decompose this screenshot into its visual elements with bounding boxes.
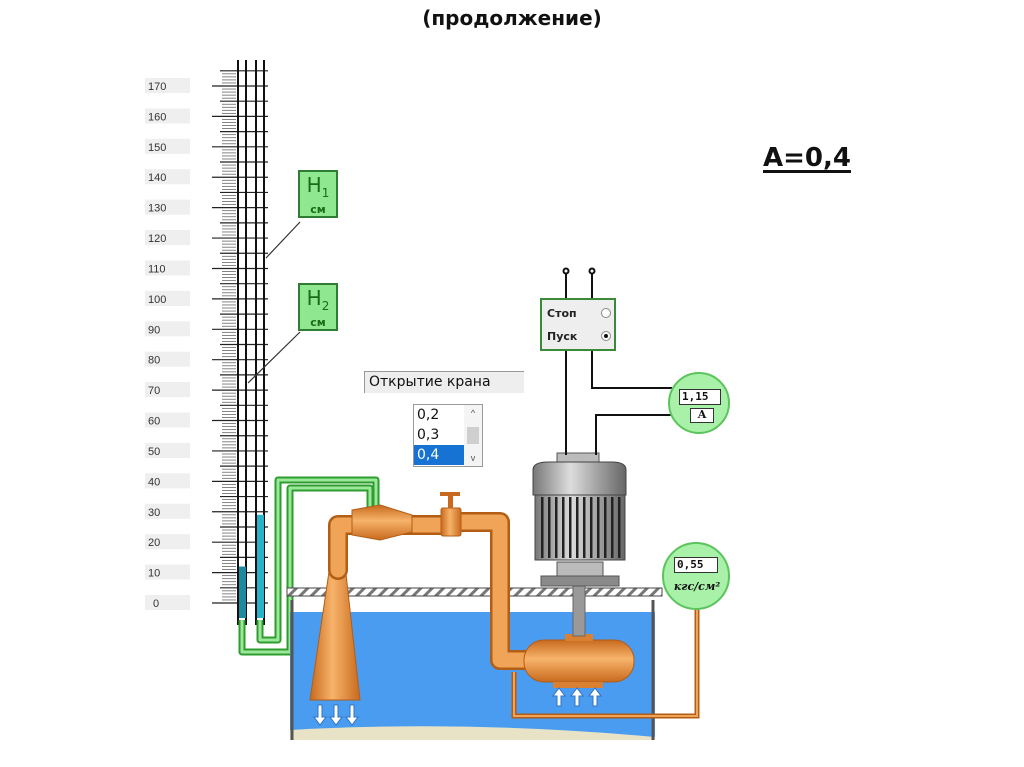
motor-fin xyxy=(597,497,600,558)
power-wires xyxy=(562,267,672,455)
scale-label-bg xyxy=(145,321,190,337)
h1-symbol: H xyxy=(306,173,322,197)
h2-leader-line xyxy=(247,331,301,384)
motor-fin xyxy=(604,497,607,558)
motor-fin xyxy=(576,497,579,558)
valve-opening-listbox[interactable]: 0,2 0,3 0,4 ^ v xyxy=(413,404,483,467)
h1-leader-line xyxy=(265,221,301,259)
scale-label-bg xyxy=(145,78,190,93)
scale-label-bg xyxy=(145,595,190,610)
scale-label-bg xyxy=(145,534,190,550)
slide-title: (продолжение) xyxy=(422,6,602,30)
stop-label: Стоп xyxy=(547,307,577,320)
h1-fluid-column xyxy=(239,566,246,618)
motor-fin xyxy=(611,497,614,558)
start-radio[interactable] xyxy=(601,331,611,341)
stop-radio[interactable] xyxy=(601,308,611,318)
scale-label: 50 xyxy=(148,446,160,458)
scale-label-bg xyxy=(145,503,190,519)
pressure-tubes xyxy=(238,476,380,656)
motor-fin xyxy=(583,497,586,558)
motor-fin xyxy=(548,497,551,558)
motor-fin xyxy=(562,497,565,558)
scale-label-bg xyxy=(145,108,190,124)
scroll-thumb[interactable] xyxy=(467,427,479,444)
scale-label-bg xyxy=(145,199,190,215)
h2-unit: см xyxy=(310,316,326,329)
motor-cooling-fins xyxy=(541,497,621,558)
listbox-scrollbar[interactable]: ^ v xyxy=(464,405,482,466)
electric-motor xyxy=(532,452,627,587)
valve-option[interactable]: 0,3 xyxy=(417,427,440,443)
scale-label: 170 xyxy=(148,81,166,93)
scale-label-bg xyxy=(145,290,190,306)
ejector-nozzle xyxy=(351,504,413,541)
h1-badge: H1 см xyxy=(298,170,338,218)
scale-label-bg xyxy=(145,260,190,276)
scale-label-bg xyxy=(145,412,190,428)
scale-label: 60 xyxy=(148,416,160,428)
scale-label-bg xyxy=(145,351,190,367)
scale-label: 110 xyxy=(148,263,166,275)
motor-fin xyxy=(569,497,572,558)
scale-label-bg xyxy=(145,230,190,246)
inflow-arrows xyxy=(552,687,602,707)
pump-casing xyxy=(523,634,635,688)
h2-subscript: 2 xyxy=(321,299,330,313)
outflow-arrows xyxy=(313,704,359,726)
motor-shaft xyxy=(572,585,586,637)
scale-label: 130 xyxy=(148,203,166,215)
scale-label: 80 xyxy=(148,355,160,367)
scale-label-bg xyxy=(145,473,190,489)
scale-label: 30 xyxy=(148,507,160,519)
ammeter-value: 1,15 xyxy=(679,389,721,405)
scale-label: 160 xyxy=(148,111,166,123)
manometer-tubes xyxy=(237,60,265,625)
pressure-gauge: 0,55 кгс/см² xyxy=(662,542,730,610)
valve xyxy=(440,492,462,537)
scale-label: 10 xyxy=(148,568,160,580)
motor-fin xyxy=(555,497,558,558)
scale-label-bg xyxy=(145,564,190,580)
h2-fluid-column xyxy=(257,514,264,618)
stop-option[interactable]: Стоп xyxy=(547,307,613,320)
valve-option[interactable]: 0,2 xyxy=(417,407,440,423)
motor-fin xyxy=(590,497,593,558)
scale-label: 140 xyxy=(148,172,166,184)
scale-label: 120 xyxy=(148,233,166,245)
valve-parameter-label: A=0,4 xyxy=(763,143,851,173)
scale-label: 90 xyxy=(148,324,160,336)
h2-badge: H2 см xyxy=(298,283,338,331)
h1-subscript: 1 xyxy=(321,186,330,200)
scale-label-bg xyxy=(145,138,190,154)
motor-fin xyxy=(541,497,544,558)
scroll-down-arrow-icon[interactable]: v xyxy=(470,453,476,463)
height-scale-ticks xyxy=(212,70,268,604)
scale-label: 70 xyxy=(148,385,160,397)
h2-symbol: H xyxy=(306,286,322,310)
pressure-value: 0,55 xyxy=(674,557,718,573)
scale-label: 100 xyxy=(148,294,166,306)
ammeter: 1,15 A xyxy=(668,372,730,434)
scale-label: 0 xyxy=(153,598,159,610)
h1-unit: см xyxy=(310,203,326,216)
scroll-up-arrow-icon[interactable]: ^ xyxy=(470,408,476,418)
scale-label: 40 xyxy=(148,476,160,488)
start-label: Пуск xyxy=(547,330,578,343)
pressure-unit: кгс/см² xyxy=(673,580,721,593)
valve-option-selected[interactable]: 0,4 xyxy=(414,445,464,465)
motor-fin xyxy=(618,497,621,558)
scale-label-bg xyxy=(145,442,190,458)
motor-switch-panel: Стоп Пуск xyxy=(540,298,616,351)
scale-label: 150 xyxy=(148,142,166,154)
start-option[interactable]: Пуск xyxy=(547,330,613,343)
scale-label: 20 xyxy=(148,537,160,549)
scale-label-bg xyxy=(145,169,190,185)
valve-opening-caption: Открытие крана xyxy=(364,371,524,393)
ammeter-unit: A xyxy=(690,408,714,423)
tank-lid xyxy=(286,587,663,597)
height-scale-labels: 1701601501401301201101009080706050403020… xyxy=(145,78,190,610)
scale-label-bg xyxy=(145,382,190,398)
